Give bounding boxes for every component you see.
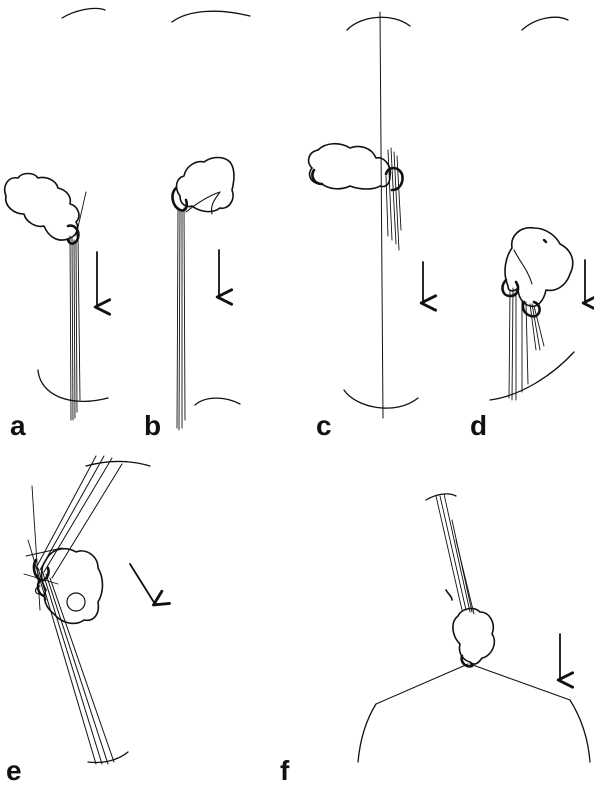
boundary-line-left [376,664,468,704]
cell-nucleus-dot [544,240,546,242]
attachment-knob-left [312,170,322,184]
loose-fibers [24,486,62,610]
bottom-boundary-arc-left [358,704,376,762]
panel-d [490,17,585,400]
strand-bundle [177,208,185,430]
cell-vacuole [67,593,85,611]
top-boundary-arc [347,17,410,30]
cell-inner-fold [514,250,532,284]
panel-label-c: c [316,412,332,440]
attachment-knob [386,168,403,190]
bottom-boundary-arc-right [570,700,590,762]
strand-bundle [436,494,474,614]
panel-a [5,8,108,420]
panel-label-b: b [144,412,161,440]
panel-c [309,12,423,418]
panel-b [172,11,250,430]
panel-e [24,456,155,764]
panel-label-a: a [10,412,26,440]
strand-bundle-lower [38,568,114,764]
bottom-boundary-arc [195,398,240,405]
bottom-boundary-arc [344,390,418,408]
cell-outline-icon [453,609,494,665]
top-boundary-arc [62,8,105,18]
top-boundary-arc [522,17,568,30]
main-strand [380,12,383,418]
top-boundary-arc [86,462,150,467]
boundary-line-right [470,664,570,700]
cell-outline-icon [309,144,391,189]
panel-label-d: d [470,412,487,440]
attachment-knob [68,226,78,244]
cell-outline-icon [5,174,79,241]
cell-outline-icon [177,158,234,212]
fiber-knot [446,590,452,600]
panel-f [358,494,590,762]
strand-bundle-upper [36,456,122,578]
bottom-boundary-arc [490,352,574,400]
top-boundary-arc [172,11,250,22]
direction-arrow-icon [130,564,155,604]
